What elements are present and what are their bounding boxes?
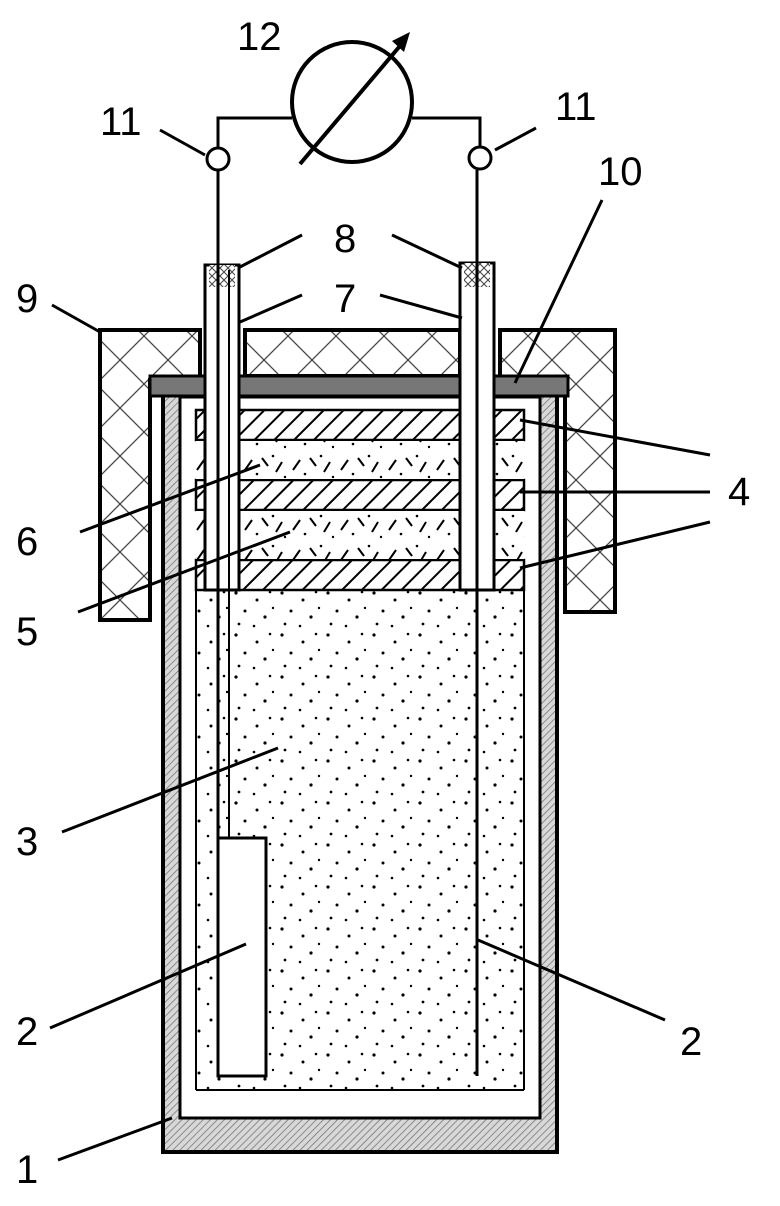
label-6: 6	[16, 520, 38, 564]
terminal-right	[469, 147, 491, 169]
label-2-left: 2	[16, 1010, 38, 1054]
label-7: 7	[334, 277, 356, 321]
label-4: 4	[728, 470, 750, 514]
label-12: 12	[237, 15, 282, 59]
insulating-tube-left	[205, 265, 239, 590]
label-11-right: 11	[555, 85, 597, 129]
label-11-left: 11	[100, 100, 142, 144]
terminal-left	[207, 148, 229, 170]
label-3: 3	[16, 820, 38, 864]
electrode-plate	[218, 838, 266, 1076]
label-5: 5	[16, 610, 38, 654]
label-10: 10	[598, 150, 643, 194]
label-9: 9	[16, 277, 38, 321]
label-8: 8	[334, 217, 356, 261]
meter-arrow-icon	[392, 32, 410, 52]
label-1: 1	[16, 1148, 38, 1192]
label-2-right: 2	[680, 1020, 702, 1064]
